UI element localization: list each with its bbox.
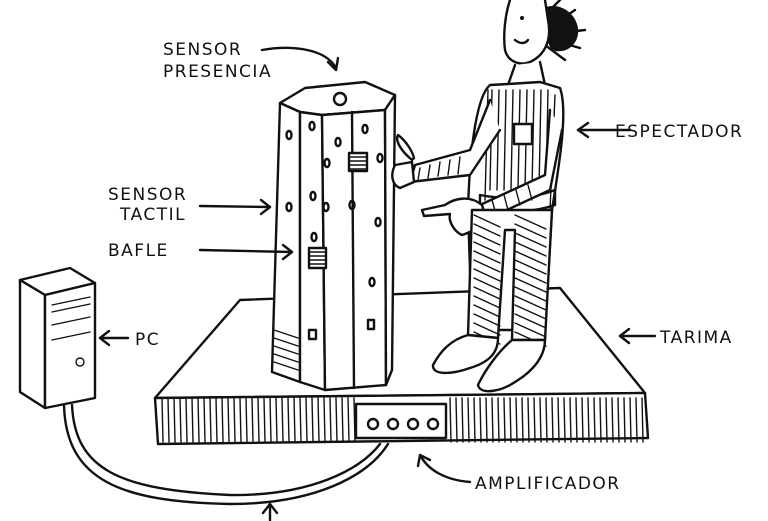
cable [62,403,390,506]
label-sensor-presencia-line2: PRESENCIA [163,62,272,82]
labels: SENSOR PRESENCIA ESPECTADOR SENSOR TACTI… [108,40,743,494]
label-sensor-presencia-line1: SENSOR [163,40,242,60]
speaker-column [270,80,397,392]
arrow-sensor-presencia [260,46,338,70]
label-bafle: BAFLE [108,241,169,261]
label-espectador: ESPECTADOR [615,122,743,142]
pc-tower [18,266,97,410]
label-pc: PC [135,330,160,350]
tarima-platform [153,286,650,446]
label-tarima: TARIMA [659,328,733,348]
arrow-amplificador [418,453,472,484]
arrow-sensor-tactil [198,204,272,209]
arrows [98,46,657,521]
label-sensor-tactil-line1: SENSOR [108,185,187,205]
label-sensor-tactil-line2: TACTIL [119,205,186,225]
spectator-figure [391,0,587,393]
label-amplificador: AMPLIFICADOR [475,474,621,494]
bafle-grille [307,151,369,270]
amplifier-panel [354,402,448,440]
arrow-bafle [198,248,294,254]
